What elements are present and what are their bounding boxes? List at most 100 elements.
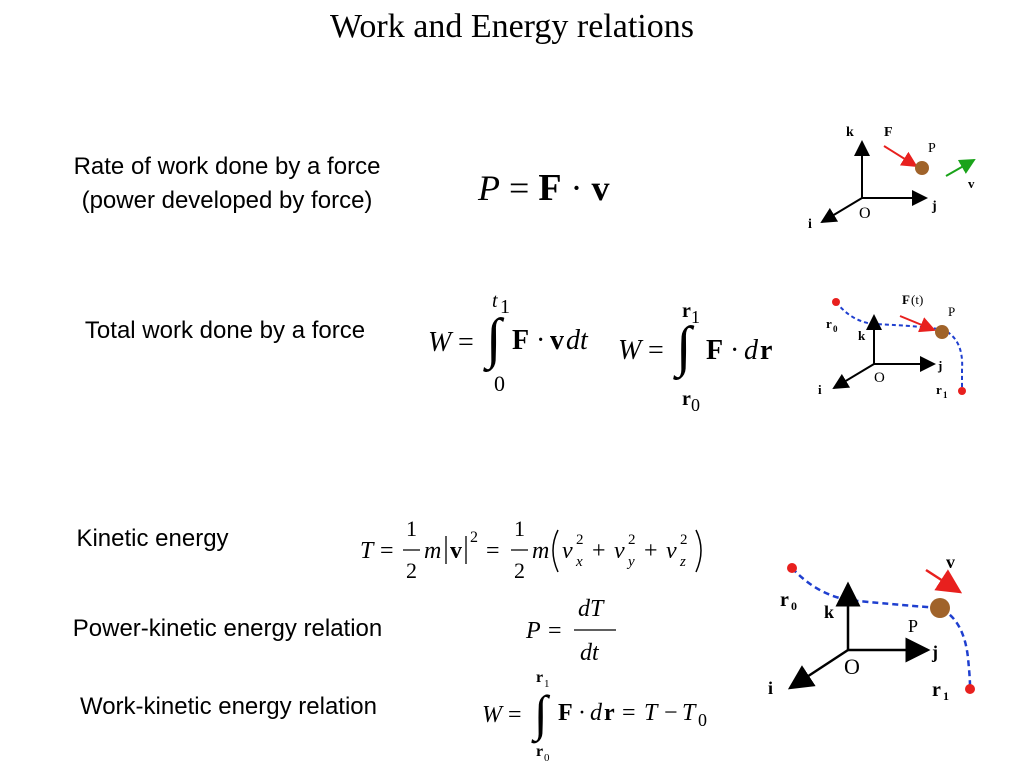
eq-symbol: · (536, 325, 545, 356)
eq-symbol: 0 (494, 371, 505, 396)
eq-symbol: = (622, 700, 636, 726)
power-equation: P = F · v (478, 166, 610, 210)
eq-symbol: r (682, 388, 691, 410)
origin-label: O (844, 654, 860, 679)
eq-symbol: 0 (544, 752, 550, 764)
eq-symbol: − (664, 700, 678, 726)
r1-sub: 1 (943, 689, 949, 703)
velocity-label: v (968, 176, 975, 191)
velocity-label: v (946, 552, 955, 572)
force-arrow (883, 145, 918, 168)
eq-symbol: r (604, 700, 615, 726)
eq-symbol: dt (580, 640, 600, 666)
axis-label-j: j (931, 642, 938, 662)
i-axis (832, 363, 875, 390)
eq-symbol: r (760, 335, 772, 366)
eq-symbol: · (570, 168, 583, 208)
axis-label-i: i (808, 217, 812, 232)
eq-symbol: = (486, 538, 500, 564)
eq-symbol: dT (578, 596, 605, 622)
eq-symbol: T (360, 538, 375, 564)
eq-symbol: F (706, 335, 723, 366)
start-point (787, 563, 797, 573)
work-equation-time: W = ∫ t 1 0 F · v dt (428, 290, 589, 396)
eq-symbol: W (482, 702, 504, 728)
r0-label: r (826, 316, 832, 331)
start-point (832, 298, 840, 306)
kinetic-equation: T = 1 2 m v 2 = 1 2 m v 2 x + v 2 y + v … (360, 516, 702, 583)
eq-symbol: W (428, 327, 454, 358)
eq-symbol: r (682, 300, 691, 322)
eq-symbol: t (492, 290, 498, 312)
eq-symbol: 2 (514, 558, 525, 583)
eq-symbol: 1 (544, 678, 550, 690)
eq-symbol: = (509, 168, 530, 208)
r1-label: r (932, 679, 941, 701)
force-label: F (884, 125, 893, 140)
eq-symbol: v (550, 325, 564, 356)
eq-symbol: 2 (680, 532, 688, 548)
particle (930, 598, 950, 618)
diagram-kinetic: v r 0 k P j O i r 1 (768, 552, 975, 703)
eq-symbol: 1 (500, 296, 510, 318)
eq-symbol: W (618, 335, 644, 366)
integral-sign: ∫ (483, 308, 505, 373)
force-arrow (899, 315, 936, 333)
eq-symbol: v (666, 538, 677, 564)
axis-label-i: i (768, 678, 773, 698)
axis-label-k: k (824, 602, 834, 622)
eq-symbol: T (682, 700, 697, 726)
axis-label-j: j (937, 358, 942, 373)
origin-label: O (874, 370, 885, 386)
end-point (958, 387, 966, 395)
eq-symbol: d (590, 700, 603, 726)
kinetic-label: Kinetic energy (76, 525, 229, 552)
eq-symbol: m (532, 538, 549, 564)
eq-symbol: 2 (470, 529, 478, 546)
point-label: P (908, 616, 918, 636)
eq-symbol: 0 (698, 710, 707, 730)
i-axis (820, 197, 863, 224)
velocity-arrow (945, 159, 976, 177)
eq-symbol: + (644, 538, 658, 564)
end-point (965, 684, 975, 694)
eq-symbol: = (548, 618, 562, 644)
eq-symbol: + (592, 538, 606, 564)
eq-symbol: r (536, 743, 543, 760)
axis-label-i: i (818, 382, 822, 397)
work-equation-path: W = ∫ r 1 r 0 F · d r (618, 300, 772, 415)
r0-label: r (780, 589, 789, 611)
power-label: Rate of work done by a force (power deve… (30, 150, 424, 218)
axis-label-k: k (846, 125, 854, 140)
point-label: P (948, 304, 955, 319)
eq-symbol: P (525, 618, 541, 644)
eq-symbol: = (458, 327, 474, 358)
particle (935, 325, 949, 339)
velocity-arrow (925, 568, 963, 594)
r0-sub: 0 (833, 324, 838, 334)
point-label: P (928, 141, 936, 156)
eq-symbol: r (536, 669, 543, 686)
eq-symbol: dt (566, 325, 589, 356)
axis-label-k: k (858, 328, 866, 343)
eq-symbol: = (380, 538, 394, 564)
r1-sub: 1 (943, 390, 948, 400)
eq-symbol: z (679, 554, 686, 570)
integral-sign: ∫ (673, 316, 695, 381)
diagram-work: F (t) P r 0 k j O i r 1 (818, 292, 966, 400)
eq-symbol: = (648, 335, 664, 366)
power-label-line1: Rate of work done by a force (73, 153, 381, 180)
eq-symbol: F (538, 167, 562, 209)
origin-label: O (859, 205, 871, 222)
eq-symbol: v (562, 538, 573, 564)
r1-label: r (936, 382, 942, 397)
eq-symbol: 2 (628, 532, 636, 548)
integral-sign: ∫ (531, 685, 551, 744)
eq-symbol: · (730, 335, 739, 366)
work-label: Total work done by a force (84, 317, 366, 344)
eq-symbol: F (558, 700, 573, 726)
eq-symbol: P (478, 168, 500, 208)
power-label-line2: (power developed by force) (81, 187, 373, 214)
eq-symbol: 1 (406, 516, 417, 541)
i-axis (787, 648, 849, 690)
